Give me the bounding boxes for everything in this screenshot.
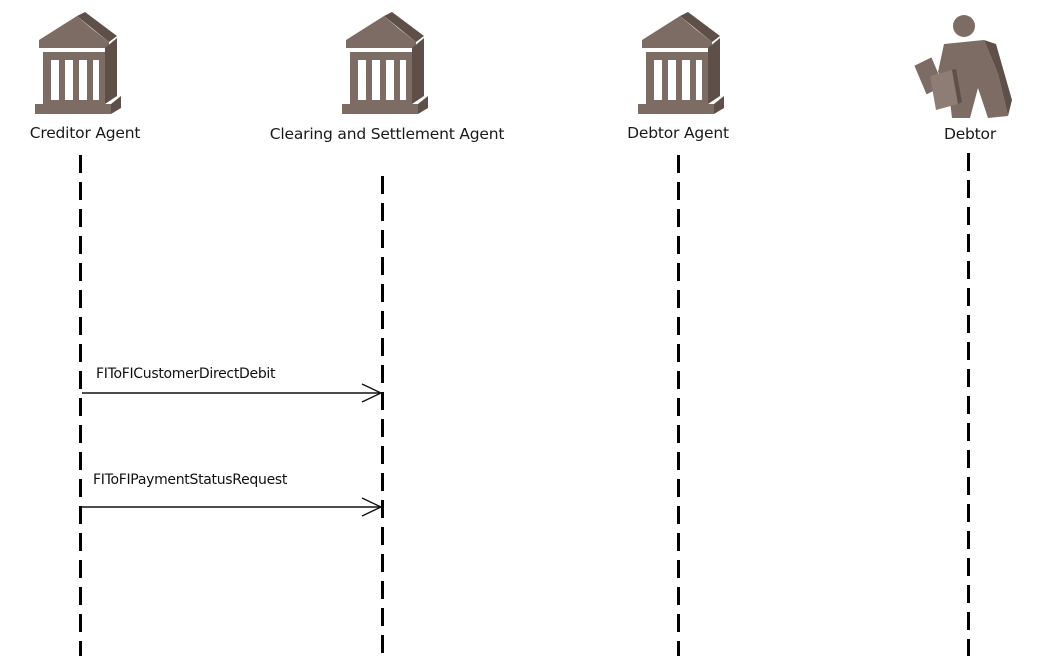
bank-icon	[332, 12, 428, 124]
message-label: FIToFICustomerDirectDebit	[96, 366, 276, 382]
lifeline	[380, 176, 384, 656]
message-arrow	[82, 383, 383, 403]
bank-icon	[628, 12, 724, 124]
participant-label: Debtor Agent	[627, 124, 729, 142]
participant-label: Creditor Agent	[29, 124, 141, 142]
bank-icon	[25, 12, 121, 124]
participant-label: Debtor	[943, 125, 997, 143]
person-with-briefcase-icon	[908, 14, 1018, 124]
message-label: FIToFIPaymentStatusRequest	[93, 472, 288, 488]
lifeline	[78, 155, 82, 656]
participant-label: Clearing and Settlement Agent	[269, 125, 505, 143]
lifeline	[676, 155, 680, 656]
lifeline	[966, 153, 970, 656]
message-arrow	[82, 497, 383, 517]
